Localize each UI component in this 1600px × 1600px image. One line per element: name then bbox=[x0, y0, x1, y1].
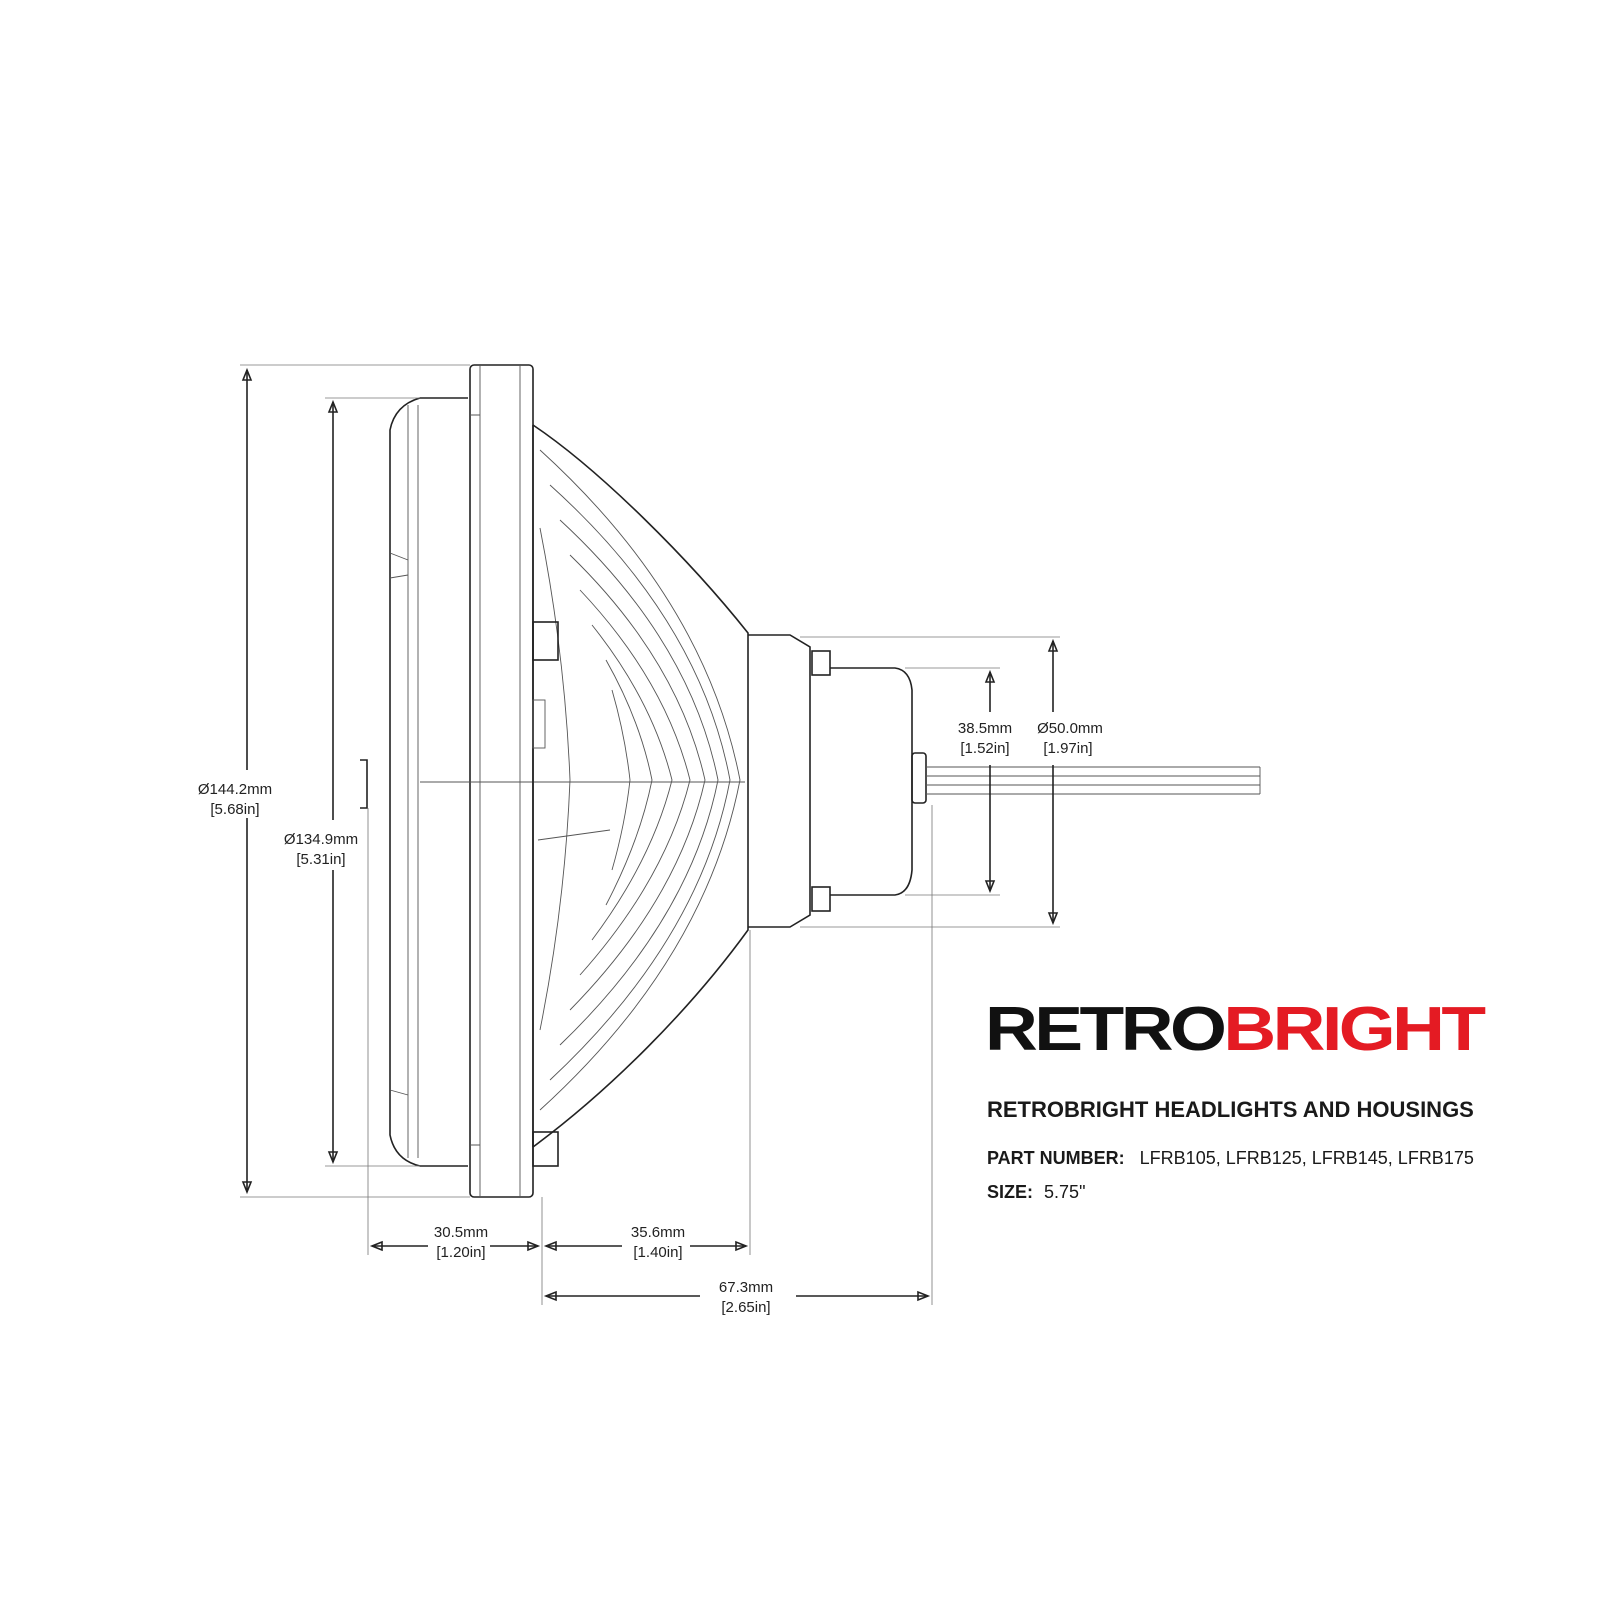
part-number-row: PART NUMBER: LFRB105, LFRB125, LFRB145, … bbox=[987, 1148, 1474, 1169]
overall-diameter-mm: Ø144.2mm bbox=[198, 781, 272, 798]
mount-diameter-mm: Ø50.0mm bbox=[1037, 720, 1103, 737]
housing-depth-in: [1.40in] bbox=[633, 1244, 682, 1261]
product-title: RETROBRIGHT HEADLIGHTS AND HOUSINGS bbox=[987, 1097, 1474, 1122]
dimension-lines bbox=[240, 364, 1060, 1305]
mount-diameter-in: [1.97in] bbox=[1043, 740, 1092, 757]
dimension-labels: Ø144.2mm [5.68in] Ø134.9mm [5.31in] 38.5… bbox=[198, 720, 1103, 1316]
lens-diameter-in: [5.31in] bbox=[296, 851, 345, 868]
retrobright-logo: RETROBRIGHT bbox=[985, 999, 1600, 1061]
size-value: 5.75" bbox=[1044, 1182, 1086, 1202]
housing-depth-mm: 35.6mm bbox=[631, 1224, 685, 1241]
logo-bright: BRIGHT bbox=[1223, 995, 1486, 1064]
lens-depth-mm: 30.5mm bbox=[434, 1224, 488, 1241]
overall-diameter-in: [5.68in] bbox=[210, 801, 259, 818]
overall-depth-mm: 67.3mm bbox=[719, 1279, 773, 1296]
headlight-outline bbox=[360, 364, 1261, 1198]
lens-depth-in: [1.20in] bbox=[436, 1244, 485, 1261]
part-number-value: LFRB105, LFRB125, LFRB145, LFRB175 bbox=[1139, 1148, 1474, 1168]
lens-diameter-mm: Ø134.9mm bbox=[284, 831, 358, 848]
size-row: SIZE: 5.75" bbox=[987, 1182, 1085, 1203]
logo-retro: RETRO bbox=[985, 995, 1227, 1064]
part-number-label: PART NUMBER: bbox=[987, 1148, 1125, 1168]
size-label: SIZE: bbox=[987, 1182, 1034, 1202]
overall-depth-in: [2.65in] bbox=[721, 1299, 770, 1316]
connector-height-mm: 38.5mm bbox=[958, 720, 1012, 737]
connector-height-in: [1.52in] bbox=[960, 740, 1009, 757]
